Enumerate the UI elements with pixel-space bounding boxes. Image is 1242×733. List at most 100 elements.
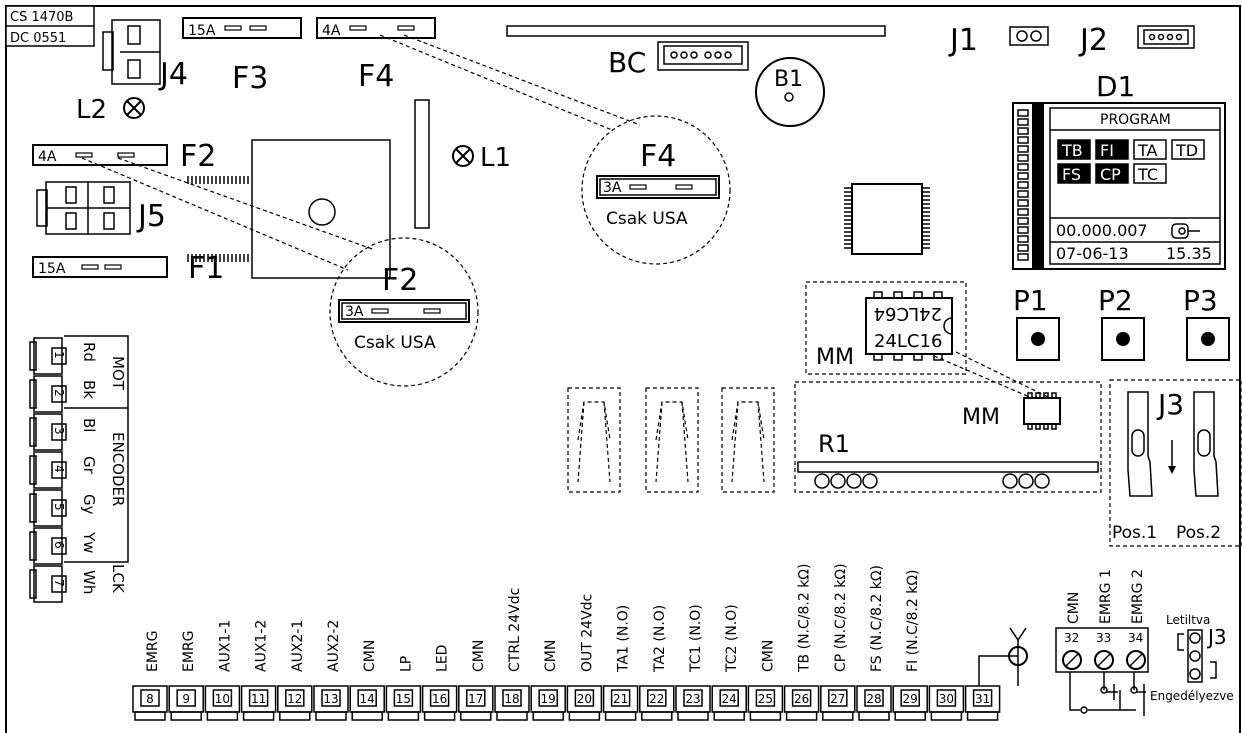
terminal-label: AUX1-1 [217,620,233,672]
callout-f2-note: Csak USA [354,333,436,353]
socket-pin [1051,392,1057,399]
terminal-label: TC1 (N.O) [688,604,704,673]
display-flag-fs: FS [1062,165,1081,184]
socket-pin [1035,423,1041,430]
relay-contact [655,401,689,441]
socket-pin [1051,423,1057,430]
terminal-num-box [791,689,812,707]
b1-label: B1 [774,67,803,92]
jumper-j3-positions: J3 Pos.1 Pos.2 [1109,379,1242,547]
resistor-element [846,473,862,489]
terminal-label: CMN [362,640,378,672]
display-pin [1017,199,1029,207]
resistor-element [814,473,830,489]
f3-rating: 15A [188,23,216,39]
button-p2[interactable] [1101,317,1145,361]
button-label-p1: P1 [1013,284,1048,317]
display-pin [1017,118,1029,126]
display-title: PROGRAM [1100,112,1171,128]
f1-label: F1 [188,251,224,286]
display-flag-box [1171,139,1205,160]
connector-j2: J2 [1078,23,1195,58]
bc-label: BC [608,46,646,79]
button-p1[interactable] [1016,317,1060,361]
display-pin [1017,217,1029,225]
l1-label: L1 [480,143,511,173]
emergency-screw [1094,650,1114,670]
terminal-num: 31 [975,692,990,706]
terminal-num-box [393,689,414,707]
left-terminal-num-box [51,423,67,441]
screw-slot [1097,653,1111,667]
emergency-screw [1126,650,1146,670]
terminal-num-box [321,689,341,707]
socket-pin [1043,392,1049,399]
terminal-num-box [755,689,776,707]
relay-contact [731,401,765,441]
left-terminal [33,337,63,375]
display-flag-tb: TB [1061,141,1083,160]
group-mot: MOT [109,356,127,391]
callout-f4-usa: F4 3A Csak USA [379,34,731,265]
terminal-label: CMN [760,640,776,672]
terminal-num: 24 [722,692,737,706]
terminal-num-box [502,689,522,707]
terminal-num: 18 [504,692,519,706]
emergency-screw [1062,650,1082,670]
wire-color-bl: Bl [80,418,98,432]
terminal-num-box [285,689,305,707]
terminal-label: TC2 (N.O) [724,604,740,673]
terminal-label: FS (N.C/8.2 kΩ) [869,565,885,672]
relay-outline [567,387,621,493]
display-date: 07-06-13 [1056,244,1129,263]
resistor-element [1018,473,1034,489]
left-terminal [33,489,63,527]
j3-disabled-label: Letiltva [1166,613,1210,627]
left-terminal-clip [29,417,37,447]
left-terminal [33,413,63,451]
fuse-f2: 4A F2 [32,139,216,174]
terminal-num-box [176,689,196,707]
display-pin [1017,145,1029,153]
terminal-num: 16 [432,692,447,706]
relay-outlines [567,387,775,493]
f4-label: F4 [358,59,394,94]
terminal-num-box [429,689,450,707]
left-terminal-clip [29,455,37,485]
left-terminal-clip [29,531,37,561]
relay-contact [577,401,611,441]
terminal-label: AUX2-2 [326,620,342,672]
left-terminal [33,451,63,489]
wire-color-rd: Rd [80,342,98,362]
button-p3[interactable] [1186,317,1230,361]
emergency-terminal-label: CMN [1066,592,1082,624]
left-terminal-num-box [51,461,67,479]
terminal-num: 21 [613,692,628,706]
j3-pos-2: Pos.2 [1176,523,1221,543]
terminal-num: 28 [866,692,881,706]
terminal-num-box [828,689,848,707]
emergency-terminal-num: 33 [1096,631,1111,645]
led-l1: L1 [452,143,511,173]
callout-f2-label: F2 [382,263,418,298]
terminal-foot [532,711,564,721]
emergency-terminal-num: 34 [1128,631,1143,645]
terminal-foot [423,711,456,721]
connector-j4: J4 [102,19,188,92]
group-encoder: ENCODER [109,432,127,506]
display-pin [1017,154,1029,162]
left-terminal-num-box [51,499,67,517]
f2-rating: 4A [38,149,57,165]
terminal-num-box [574,689,595,707]
terminal-num: 22 [649,692,664,706]
socket-pin [1027,392,1033,399]
display-pin [1017,181,1029,189]
socket-pin [1043,423,1049,430]
terminal-num-box [538,689,558,707]
left-terminal-num: 1 [52,351,66,359]
terminal-num: 26 [794,692,809,706]
relay-outline [645,387,699,493]
emergency-terminal-num: 32 [1064,631,1079,645]
